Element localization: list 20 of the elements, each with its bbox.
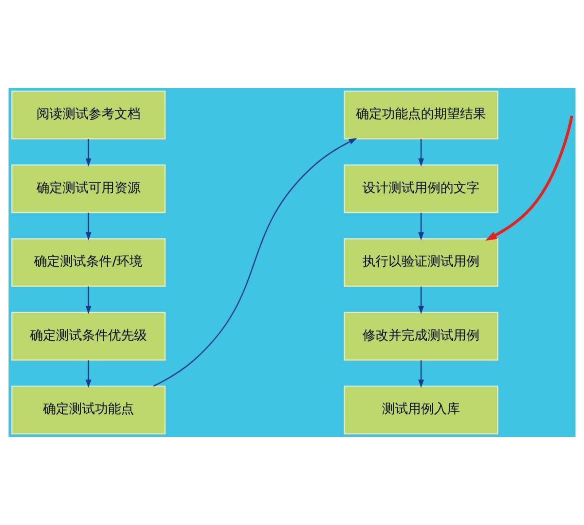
node-box: 设计测试用例的文字 (344, 164, 498, 214)
arrow (86, 139, 92, 167)
arrow (86, 286, 92, 314)
arrow (86, 360, 92, 388)
arrow (418, 360, 424, 388)
node-box: 测试用例入库 (344, 386, 498, 434)
node-box: 确定测试可用资源 (11, 164, 166, 214)
arrow (485, 116, 574, 241)
node-box: 确定功能点的期望结果 (344, 90, 498, 140)
node-box: 阅读测试参考文档 (11, 90, 166, 140)
node-box: 确定测试条件优先级 (11, 312, 166, 361)
node-box: 修改并完成测试用例 (344, 312, 498, 361)
arrow (418, 286, 424, 314)
node-box: 执行以验证测试用例 (344, 238, 498, 287)
arrow (86, 212, 92, 240)
arrow (418, 212, 424, 240)
arrow (153, 138, 358, 387)
node-box: 确定测试功能点 (11, 386, 166, 434)
arrow (418, 139, 424, 167)
node-box: 确定测试条件/环境 (11, 238, 166, 287)
